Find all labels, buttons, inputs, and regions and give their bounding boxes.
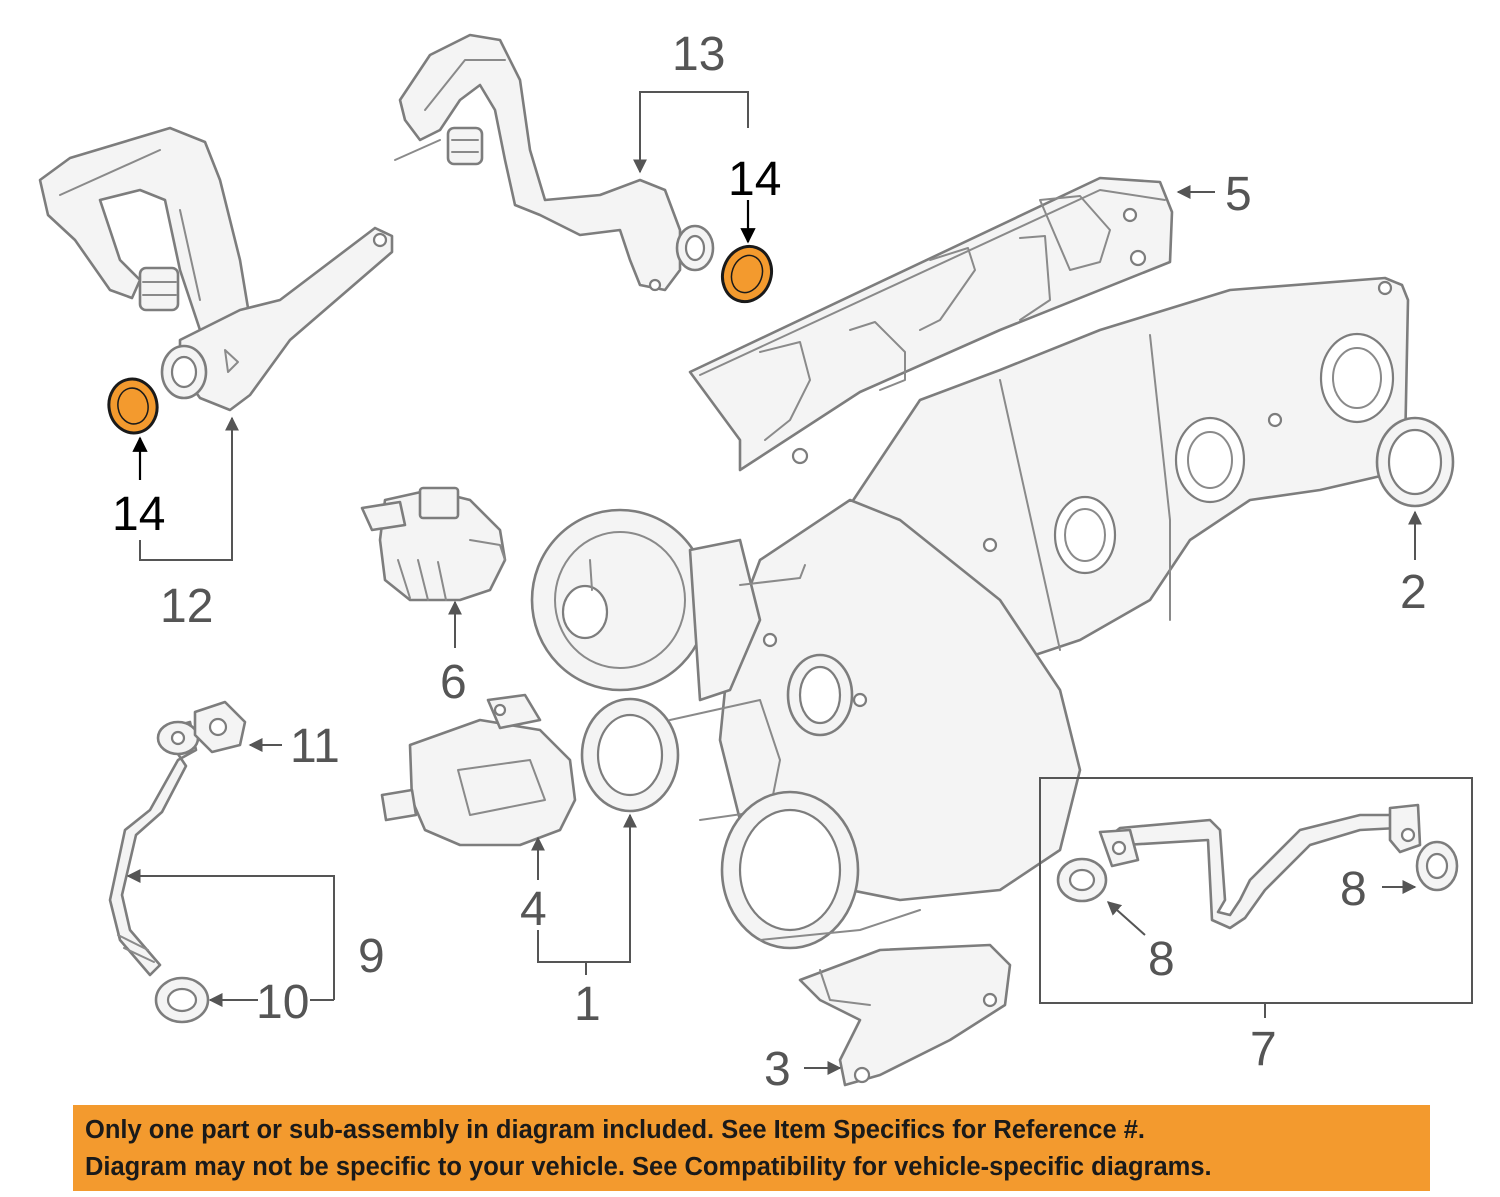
- gasket-part-14-right: [720, 244, 774, 304]
- gasket-part-14-left: [107, 377, 159, 435]
- leader-lines: [126, 91, 1422, 1075]
- callout-5: 5: [1225, 168, 1252, 221]
- notice-banner: Only one part or sub-assembly in diagram…: [73, 1105, 1430, 1191]
- notice-line-1: Only one part or sub-assembly in diagram…: [85, 1116, 1145, 1144]
- coolant-hose-part-12: [38, 126, 394, 412]
- gasket-ring-part-2: [1375, 416, 1455, 508]
- wastegate-actuator-part-4: [380, 693, 577, 847]
- callout-8-left: 8: [1148, 933, 1175, 986]
- flange-gasket-part-11: [193, 700, 247, 754]
- callout-11: 11: [290, 720, 340, 773]
- callout-labels: 13 14 5 14 12 2 6 11 4 9 10 1 3 8 8 7: [112, 28, 1427, 1096]
- callout-10: 10: [256, 976, 309, 1029]
- parts-diagram: 13 14 5 14 12 2 6 11 4 9 10 1 3 8 8 7: [38, 28, 1473, 1096]
- callout-9: 9: [358, 930, 385, 983]
- bracket-part-3: [798, 943, 1012, 1087]
- callout-13: 13: [672, 28, 725, 81]
- notice-line-2: Diagram may not be specific to your vehi…: [85, 1153, 1212, 1181]
- callout-14-right: 14: [728, 153, 781, 206]
- pressure-converter-part-6: [360, 486, 507, 602]
- callout-8-right: 8: [1340, 863, 1367, 916]
- callout-12: 12: [160, 580, 213, 633]
- callout-1: 1: [574, 978, 601, 1031]
- callout-3: 3: [764, 1043, 791, 1096]
- turbocharger-part-1: [530, 276, 1410, 950]
- callout-7: 7: [1250, 1023, 1277, 1076]
- callout-6: 6: [440, 656, 467, 709]
- callout-2: 2: [1400, 566, 1427, 619]
- oil-feed-line-part-7: [1039, 777, 1473, 1004]
- heat-shield-part-5: [688, 176, 1174, 472]
- callout-4: 4: [520, 883, 547, 936]
- coolant-hose-part-13: [394, 33, 715, 292]
- return-line-part-9: [108, 720, 200, 977]
- gasket-part-10: [154, 976, 210, 1024]
- callout-14-left: 14: [112, 488, 165, 541]
